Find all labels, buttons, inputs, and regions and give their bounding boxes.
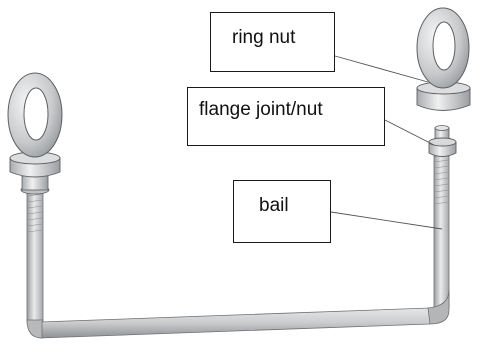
flange-leader xyxy=(384,119,435,146)
bail-rod xyxy=(26,155,450,339)
bail-label: bail xyxy=(259,195,289,216)
bail-leader xyxy=(330,211,443,230)
left-ring-nut xyxy=(7,72,63,195)
right-ring-nut xyxy=(416,7,471,111)
bail-label-box: bail xyxy=(233,180,331,243)
leader-lines xyxy=(330,55,443,230)
ring-nut-label-box: ring nut xyxy=(210,12,335,72)
flange-label: flange joint/nut xyxy=(199,99,323,120)
ring-nut-leader xyxy=(334,55,429,83)
ring-nut-label: ring nut xyxy=(232,27,296,48)
right-flange-nut xyxy=(428,125,457,157)
flange-label-box: flange joint/nut xyxy=(187,87,385,146)
